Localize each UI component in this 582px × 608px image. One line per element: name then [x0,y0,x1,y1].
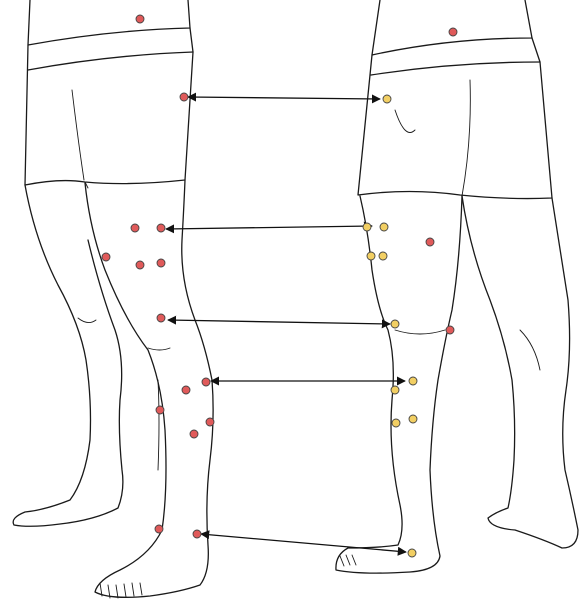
yellow-point [383,95,391,103]
yellow-point [380,223,388,231]
red-point [446,326,454,334]
red-point [136,261,144,269]
arrow-ankle [201,534,406,552]
red-point [157,314,165,322]
yellow-point [409,415,417,423]
red-point [190,430,198,438]
right-figure-outline [336,0,578,573]
yellow-point [391,320,399,328]
arrow-knee [168,320,390,324]
right-main-knee [395,330,445,334]
arrow-thigh [166,226,372,229]
red-point [206,418,214,426]
red-point [182,386,190,394]
right-shorts-waistband [372,0,532,55]
right-other-calf [520,330,540,370]
arrow-hip [188,97,380,99]
yellow-point [367,252,375,260]
yellow-point [408,549,416,557]
left-shin-line [158,380,159,470]
red-point [157,224,165,232]
red-points [102,15,457,538]
left-rear-knee [78,318,96,323]
right-shorts-band-lower [371,62,540,75]
red-point [157,259,165,267]
red-point [156,406,164,414]
right-heel-toes [340,555,356,566]
red-point [426,238,434,246]
red-point [155,525,163,533]
red-point [180,93,188,101]
red-point [193,530,201,538]
left-shorts-waistband [28,0,190,45]
left-rear-leg [13,185,123,526]
yellow-point [392,419,400,427]
red-point [102,253,110,261]
left-shorts-crease [72,90,84,180]
right-shorts-crease [462,80,470,196]
right-shorts-buttock [395,110,415,133]
red-point [449,28,457,36]
red-point [202,378,210,386]
left-shorts-band-lower [28,52,193,70]
yellow-point [391,386,399,394]
yellow-point [363,223,371,231]
red-point [131,224,139,232]
red-point [136,15,144,23]
yellow-points [363,95,417,557]
yellow-point [409,377,417,385]
yellow-point [379,252,387,260]
connector-arrows [166,97,406,552]
right-other-leg [462,196,578,548]
left-figure-outline [13,0,213,598]
left-shorts-body [25,28,193,185]
left-knee-line [148,348,170,350]
right-main-leg [336,196,462,573]
